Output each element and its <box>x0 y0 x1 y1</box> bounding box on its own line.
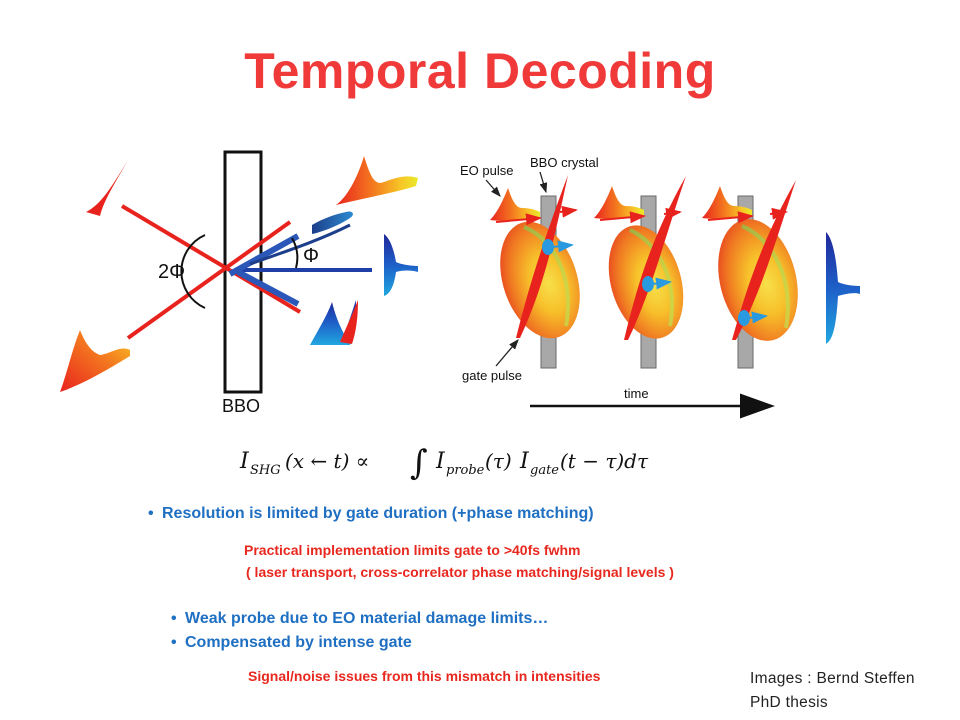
accumulated-signal <box>826 232 860 344</box>
eq-integral: ∫ <box>410 443 428 483</box>
eq-lhs-args: (x ← t) ∝ <box>285 449 369 473</box>
bullet-intense-gate-text: Compensated by intense gate <box>185 634 412 651</box>
slide-title: Temporal Decoding <box>244 43 716 99</box>
eq-term2-args: (t − τ)dτ <box>560 449 649 473</box>
probe-pulse-top-right <box>336 156 418 205</box>
angle-phi-arc <box>291 237 299 269</box>
probe-pulse-tail <box>312 211 353 234</box>
sh-pulse-right <box>384 234 418 296</box>
gate-beam-lower <box>126 220 292 340</box>
gate-pulse-top-left <box>86 160 128 216</box>
bullet-resolution-text: Resolution is limited by gate duration (… <box>162 505 594 522</box>
eq-lhs-symbol: I <box>239 449 250 474</box>
note-practical: Practical implementation limits gate to … <box>244 542 581 558</box>
angle-phi-label: Φ <box>303 245 319 267</box>
eq-term1: I <box>435 449 446 474</box>
credit-line-1: Images : Bernd Steffen <box>750 670 915 687</box>
frame-1 <box>490 175 580 369</box>
probe-beam <box>249 223 351 266</box>
pulse-bottom-red <box>340 300 358 344</box>
note-practical-detail: ( laser transport, cross-correlator phas… <box>246 564 674 580</box>
equation: I SHG (x ← t) ∝ ∫ I probe (τ) I gate (t … <box>232 432 692 488</box>
bbo-label: BBO <box>222 396 260 416</box>
image-credit: Images : Bernd Steffen PhD thesis <box>750 667 915 715</box>
bbo-crystal-label: BBO crystal <box>530 155 599 170</box>
sh-beam-up <box>228 233 300 277</box>
left-diagram: BBO 2Φ Φ <box>60 150 418 416</box>
gate-pulse-label: gate pulse <box>462 368 522 383</box>
note-signal-noise: Signal/noise issues from this mismatch i… <box>248 668 601 684</box>
bullet-weak-probe: •Weak probe due to EO material damage li… <box>171 610 549 627</box>
credit-line-2: PhD thesis <box>750 694 828 711</box>
bullet-weak-probe-text: Weak probe due to EO material damage lim… <box>185 610 549 627</box>
frame-3 <box>702 180 798 369</box>
eq-term2: I <box>519 449 530 474</box>
gate-pulse-bottom-left <box>60 330 130 392</box>
eq-term1-args: (τ) <box>485 449 512 473</box>
angle-2phi-arc <box>180 234 206 309</box>
time-label: time <box>624 386 649 401</box>
right-diagram: EO pulse BBO crystal <box>460 155 860 419</box>
eo-pulse-label: EO pulse <box>460 163 513 178</box>
bullet-intense-gate: •Compensated by intense gate <box>171 634 412 651</box>
eq-term2-sub: gate <box>530 463 559 478</box>
bullet-resolution: •Resolution is limited by gate duration … <box>148 505 594 522</box>
eq-lhs-sub: SHG <box>250 463 281 478</box>
gate-beam-upper <box>120 204 302 314</box>
sh-beam-down <box>236 269 300 307</box>
eq-term1-sub: probe <box>446 463 485 478</box>
angle-2phi-label: 2Φ <box>158 261 185 283</box>
frame-2 <box>594 176 686 369</box>
